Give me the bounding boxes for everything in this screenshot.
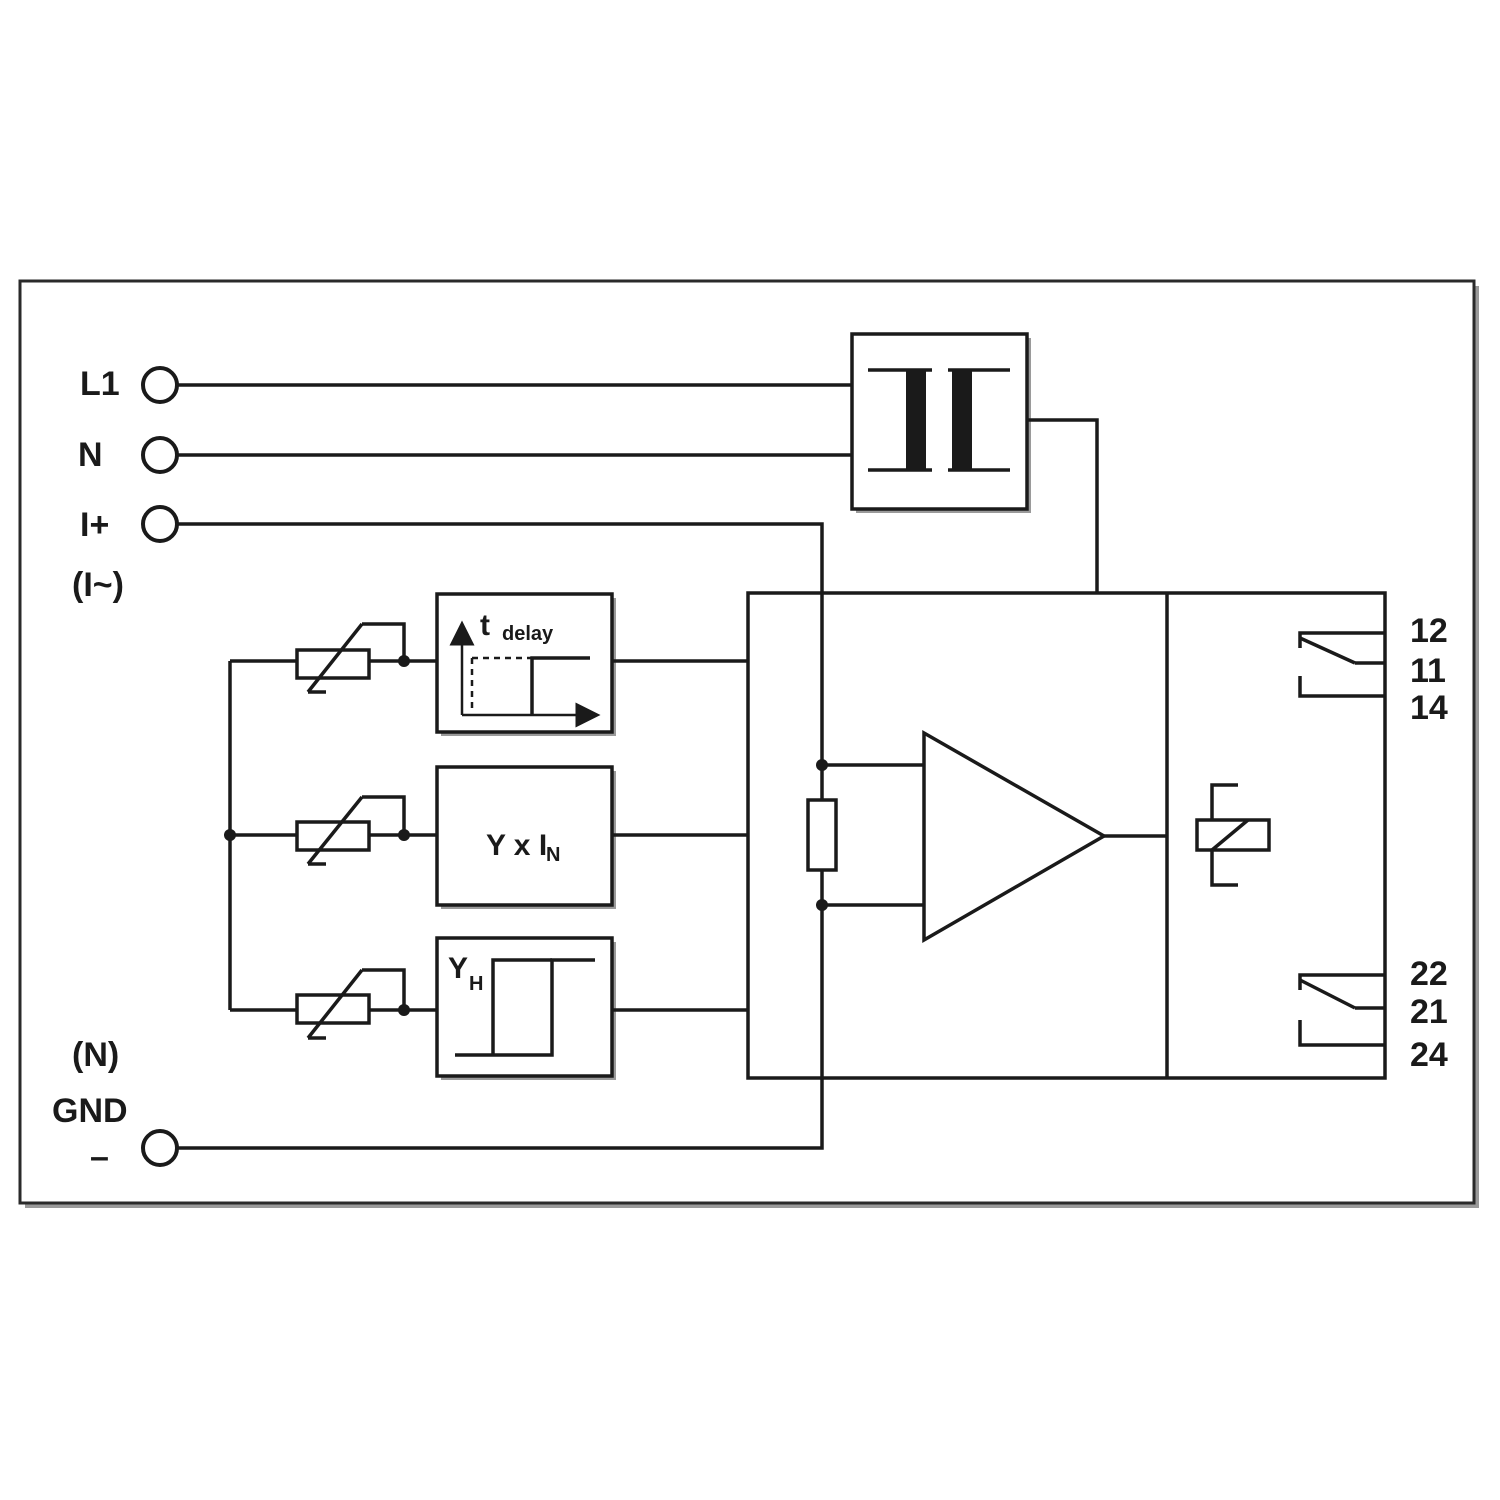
terminal-label-i-plus: I+ [80,506,109,544]
relay-coil-icon [1195,783,1271,887]
terminal-label-n-paren: (N) [72,1036,119,1074]
transformer-block [850,332,1031,513]
contact-label-14: 14 [1410,689,1448,727]
contact-label-24: 24 [1410,1036,1448,1074]
threshold-label-main: Y x I [486,829,547,862]
terminal-l1[interactable] [141,366,179,404]
terminal-n[interactable] [141,436,179,474]
delay-label-sub: delay [502,623,554,645]
wire-i-plus [178,522,824,765]
potentiometer-threshold-icon[interactable] [230,795,437,866]
delay-label-t: t [480,609,490,642]
shunt-resistor [806,798,838,872]
hysteresis-label-main: Y [448,952,468,985]
contact-label-21: 21 [1410,993,1448,1031]
potentiometer-delay-icon[interactable] [230,622,437,694]
terminal-label-minus: – [90,1138,109,1176]
relay-contact-2-icon [1298,973,1385,1047]
terminal-label-i-ac: (I~) [72,566,124,604]
threshold-label-sub: N [546,844,560,866]
wire-gnd [178,905,824,1150]
relay-contact-1-icon [1298,631,1385,698]
contact-label-12: 12 [1410,612,1448,650]
contact-label-11: 11 [1410,652,1446,690]
wire-transformer-out [1027,418,1099,593]
terminal-gnd[interactable] [141,1129,179,1167]
amplifier-icon [922,729,1108,944]
delay-block [435,592,616,736]
potentiometer-hysteresis-icon[interactable] [230,968,437,1040]
hysteresis-label-sub: H [469,973,483,995]
contact-label-22: 22 [1410,955,1448,993]
hysteresis-block [435,936,616,1080]
terminal-label-gnd: GND [52,1092,128,1130]
terminal-i-plus[interactable] [141,505,179,543]
terminal-label-n: N [78,436,103,474]
terminal-label-l1: L1 [80,365,120,403]
transformer-icon [868,368,1010,472]
